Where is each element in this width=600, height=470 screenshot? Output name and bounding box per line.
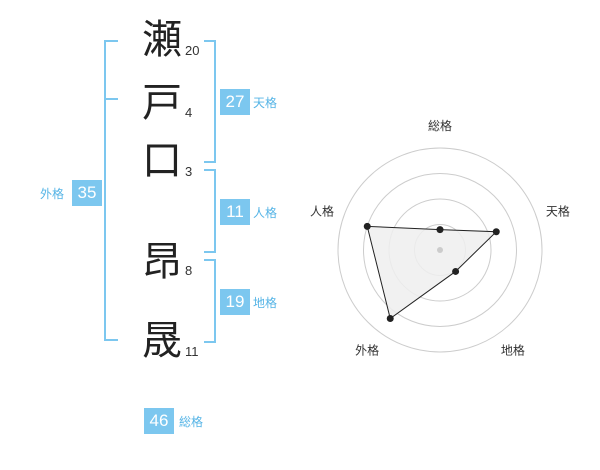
- gaikaku-bracket: [104, 40, 118, 341]
- radar-point-3: [452, 267, 460, 275]
- radar-ring: [363, 173, 517, 327]
- radar-axis-label-1: 総格: [428, 118, 452, 133]
- soukaku-value-badge: 46: [144, 408, 174, 434]
- stroke-count-4: 8: [185, 263, 193, 278]
- radar-point-4: [386, 314, 394, 322]
- gaikaku-bracket-tick: [104, 98, 118, 100]
- stroke-count-1: 20: [185, 43, 200, 58]
- radar-points: [363, 222, 500, 322]
- jinkaku-label: 人格: [253, 206, 278, 220]
- name-char-5: 晟: [142, 318, 182, 364]
- gaikaku-label: 外格: [40, 187, 65, 201]
- jinkaku-bracket: [204, 169, 216, 253]
- radar-center-dot: [437, 247, 443, 253]
- tenkaku-bracket: [204, 40, 216, 163]
- gaikaku-value-badge: 35: [72, 180, 102, 206]
- soukaku-label: 総格: [179, 415, 204, 429]
- stroke-count-3: 3: [185, 164, 193, 179]
- radar-ring: [337, 147, 543, 353]
- tenkaku-label: 天格: [253, 96, 278, 110]
- chikaku-bracket: [204, 259, 216, 343]
- radar-point-1: [436, 226, 444, 234]
- stroke-count-2: 4: [185, 105, 193, 120]
- name-char-1: 瀬: [142, 17, 182, 63]
- radar-axis-label-4: 外格: [355, 342, 379, 357]
- radar-polygon: [366, 225, 498, 320]
- jinkaku-value-badge: 11: [220, 199, 250, 225]
- name-char-3: 口: [142, 138, 182, 184]
- chikaku-value-badge: 19: [220, 289, 250, 315]
- radar-point-2: [492, 228, 500, 236]
- name-char-4: 昂: [142, 239, 182, 285]
- name-char-2: 戸: [142, 80, 182, 126]
- radar-axis-label-3: 地格: [501, 342, 525, 357]
- radar-axis-label-2: 天格: [546, 204, 570, 219]
- radar-point-5: [363, 222, 371, 230]
- stroke-count-5: 11: [185, 344, 199, 359]
- radar-axis-label-5: 人格: [310, 204, 334, 219]
- chikaku-label: 地格: [253, 296, 278, 310]
- tenkaku-value-badge: 27: [220, 89, 250, 115]
